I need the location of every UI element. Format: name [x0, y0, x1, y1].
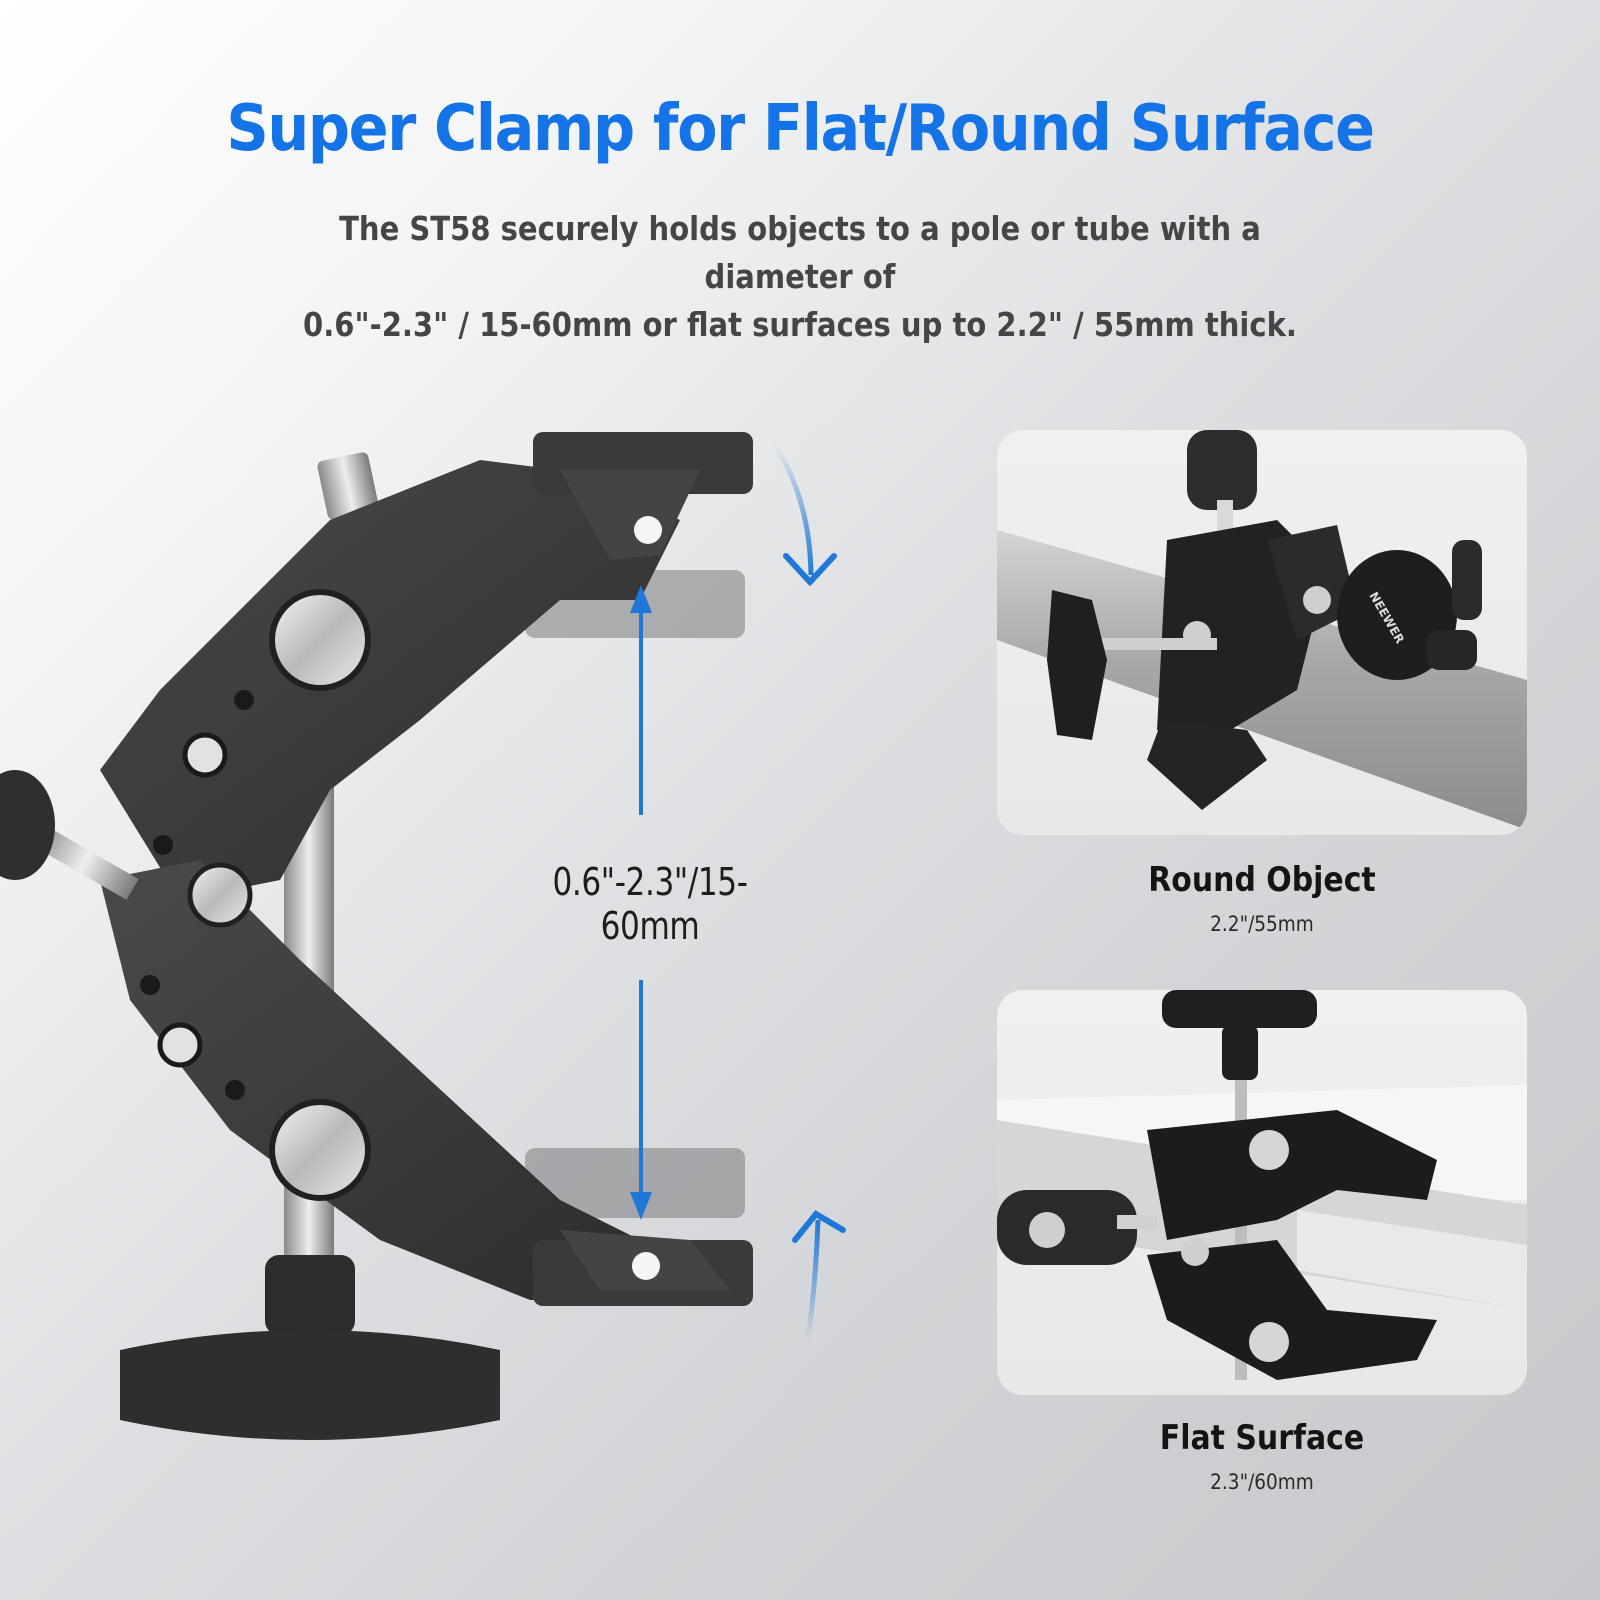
round-object-photo: NEEWER [997, 430, 1527, 830]
flat-surface-title: Flat Surface [1159, 1418, 1365, 1458]
round-object-title: Round Object [1148, 860, 1376, 900]
clamp-upper-arm [100, 460, 680, 900]
side-ball-mount [0, 770, 139, 900]
upper-jaw-pad [533, 432, 753, 560]
clamp-lower-arm [100, 860, 680, 1300]
subtitle-line-1: The ST58 securely holds objects to a pol… [339, 209, 1261, 296]
flat-surface-photo [997, 990, 1527, 1380]
rotate-up-arrow-icon [805, 1219, 821, 1341]
page-title: Super Clamp for Flat/Round Surface [226, 92, 1375, 166]
dimension-arrow-up-icon [630, 585, 652, 815]
dimension-arrow-down-icon [630, 980, 652, 1220]
flat-surface-card [997, 990, 1527, 1395]
page-subtitle: The ST58 securely holds objects to a pol… [272, 205, 1328, 349]
subtitle-line-2: 0.6"-2.3" / 15-60mm or flat surfaces up … [303, 305, 1297, 344]
rotate-down-arrow-icon [772, 443, 814, 576]
top-threaded-stud [317, 452, 379, 520]
super-clamp-illustration [0, 432, 846, 1440]
dimension-label: 0.6"-2.3"/15-60mm [552, 860, 748, 948]
lower-jaw-pad [533, 1230, 753, 1306]
tightening-knob [120, 1255, 500, 1440]
round-object-card: NEEWER [997, 430, 1527, 835]
flat-surface-spec: 2.3"/60mm [1210, 1470, 1314, 1494]
round-object-spec: 2.2"/55mm [1210, 912, 1314, 936]
